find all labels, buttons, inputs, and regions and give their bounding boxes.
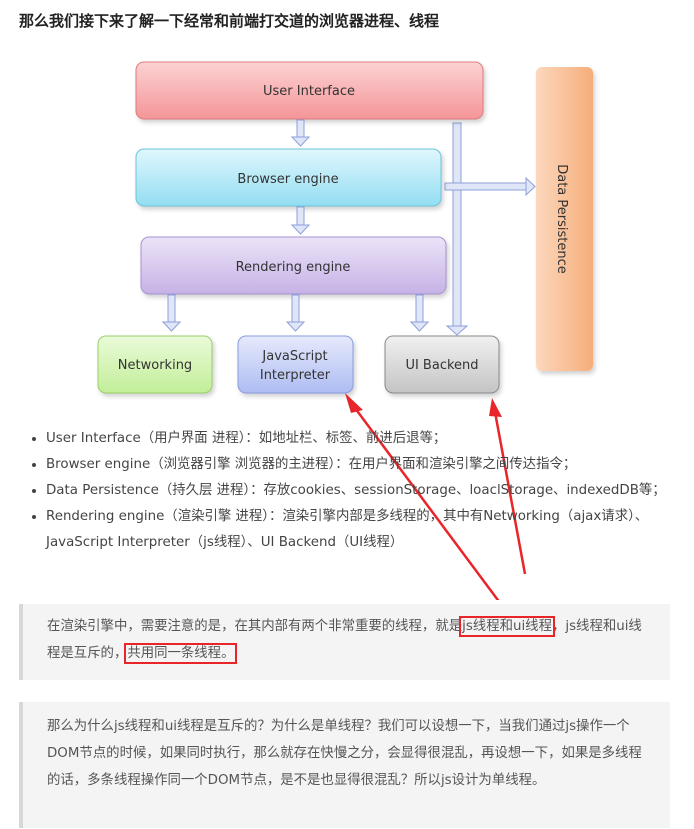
list-item: Browser engine（浏览器引擎 浏览器的主进程）：在用户界面和渲染引擎…	[46, 452, 686, 478]
browser-engine-box	[135, 148, 442, 207]
rendering-engine-label: Rendering engine	[236, 260, 351, 275]
list-item: User Interface（用户界面 进程）：如地址栏、标签、前进后退等；	[46, 426, 686, 452]
highlight-shared-thread: 共用同一条线程。	[124, 643, 238, 664]
javascript-interpreter-label-line1: JavaScript	[261, 349, 327, 364]
rendering-engine-box	[140, 236, 447, 295]
highlight-js-ui-threads: js线程和ui线程	[459, 616, 555, 637]
ui-backend-box	[384, 335, 500, 394]
red-annotation-arrows	[345, 393, 527, 600]
ui-backend-label: UI Backend	[405, 358, 478, 373]
quote-text: 那么为什么js线程和ui线程是互斥的？为什么是单线程？我们可以设想一下，当我们通…	[47, 719, 642, 788]
page-heading: 那么我们接下来了解一下经常和前端打交道的浏览器进程、线程	[19, 12, 440, 30]
user-interface-box	[135, 61, 484, 120]
browser-engine-label: Browser engine	[237, 172, 338, 187]
blockquote-single-thread: 那么为什么js线程和ui线程是互斥的？为什么是单线程？我们可以设想一下，当我们通…	[19, 702, 670, 828]
quote-text: ，js线程和ui线程是互斥的，	[47, 619, 642, 661]
blockquote-threads: 在渲染引擎中，需要注意的是，在其内部有两个非常重要的线程，就是js线程和ui线程…	[19, 604, 670, 680]
list-item: Data Persistence（持久层 进程）：存放cookies、sessi…	[46, 478, 686, 504]
javascript-interpreter-label-line2: Interpreter	[260, 368, 331, 383]
networking-label: Networking	[118, 358, 192, 373]
javascript-interpreter-box	[237, 335, 354, 394]
list-item: Rendering engine（渲染引擎 进程）：渲染引擎内部是多线程的，其中…	[46, 504, 686, 556]
networking-box	[97, 335, 213, 394]
process-list: User Interface（用户界面 进程）：如地址栏、标签、前进后退等； B…	[28, 426, 686, 556]
data-persistence-label: Data Persistence	[554, 164, 569, 274]
browser-architecture-diagram: Data Persistence User Interface Browser …	[97, 61, 593, 600]
quote-text: 在渲染引擎中，需要注意的是，在其内部有两个非常重要的线程，就是	[47, 619, 463, 634]
data-persistence-box	[536, 67, 593, 371]
user-interface-label: User Interface	[263, 84, 355, 99]
